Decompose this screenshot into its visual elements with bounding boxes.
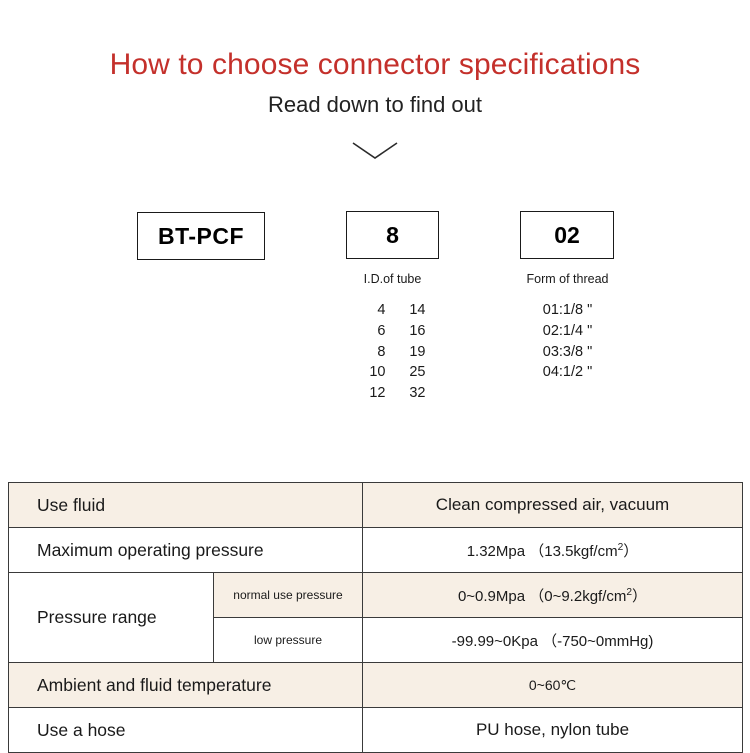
part-bore-box: 8 [346, 211, 439, 259]
spec-value: 0~60℃ [362, 662, 743, 708]
spec-label: Use a hose [8, 707, 363, 753]
bore-option-row: 12 32 [330, 383, 455, 404]
bore-option-left: 12 [369, 385, 386, 402]
table-row: Use a hose PU hose, nylon tube [8, 707, 743, 753]
thread-caption: Form of thread [526, 272, 609, 286]
bore-option-row: 10 25 [330, 362, 455, 383]
spec-label: Ambient and fluid temperature [8, 662, 363, 708]
spec-value: 1.32Mpa （13.5kgf/cm2） [362, 527, 743, 573]
spec-label: Pressure range [8, 572, 214, 663]
bore-caption: I.D.of tube [363, 272, 422, 286]
thread-option-row: 01:1/8 " [542, 302, 593, 318]
spec-label: Maximum operating pressure [8, 527, 363, 573]
spec-sublabel: normal use pressure [213, 572, 363, 618]
bore-option-right: 16 [409, 322, 426, 339]
page-subtitle: Read down to find out [267, 91, 483, 117]
bore-option-right: 19 [409, 343, 426, 360]
spec-label: Use fluid [8, 482, 363, 528]
spec-value-prefix: 0~0.9Mpa （0~9.2kgf/cm [457, 587, 627, 605]
bore-option-row: 8 19 [330, 342, 455, 363]
thread-option-row: 04:1/2 " [542, 364, 593, 381]
specification-table: Use fluid Clean compressed air, vacuum M… [8, 482, 743, 753]
spec-value-prefix: 1.32Mpa （13.5kgf/cm [466, 542, 618, 560]
bore-option-right: 32 [409, 385, 426, 402]
thread-option-list: 01:1/8 " 02:1/4 " 03:3/8 " 04:1/2 " [505, 300, 630, 383]
table-row: Pressure range normal use pressure 0~0.9… [8, 572, 743, 663]
bore-option-list: 4 14 6 16 8 19 10 25 12 32 [330, 300, 455, 404]
spec-value: PU hose, nylon tube [362, 707, 743, 753]
spec-value: Clean compressed air, vacuum [362, 482, 743, 528]
table-row: Maximum operating pressure 1.32Mpa （13.5… [8, 527, 743, 573]
part-thread-box: 02 [520, 211, 614, 259]
spec-value-superscript: 2 [626, 586, 633, 598]
bore-option-left: 10 [369, 364, 386, 381]
thread-option-row: 03:3/8 " [542, 343, 593, 360]
table-row: Ambient and fluid temperature 0~60℃ [8, 662, 743, 708]
table-row: Use fluid Clean compressed air, vacuum [8, 482, 743, 528]
part-series-box: BT-PCF [137, 212, 265, 260]
bore-option-row: 6 16 [330, 321, 455, 342]
page-header: How to choose connector specifications R… [0, 48, 750, 117]
spec-value: -99.99~0Kpa （-750~0mmHg) [362, 617, 743, 663]
bore-option-left: 6 [377, 322, 386, 339]
thread-option-row: 02:1/4 " [542, 322, 593, 339]
page-title: How to choose connector specifications [109, 48, 641, 81]
chevron-down-icon [0, 140, 750, 162]
spec-value: 0~0.9Mpa （0~9.2kgf/cm2） [362, 572, 743, 618]
bore-option-right: 25 [409, 364, 426, 381]
bore-option-row: 4 14 [330, 300, 455, 321]
bore-option-right: 14 [409, 302, 426, 318]
bore-option-left: 8 [377, 343, 386, 360]
spec-value-suffix: ） [632, 587, 648, 605]
spec-sublabel: low pressure [213, 617, 363, 663]
spec-value-superscript: 2 [617, 541, 624, 553]
bore-option-left: 4 [377, 302, 386, 318]
spec-value-suffix: ） [623, 542, 639, 560]
